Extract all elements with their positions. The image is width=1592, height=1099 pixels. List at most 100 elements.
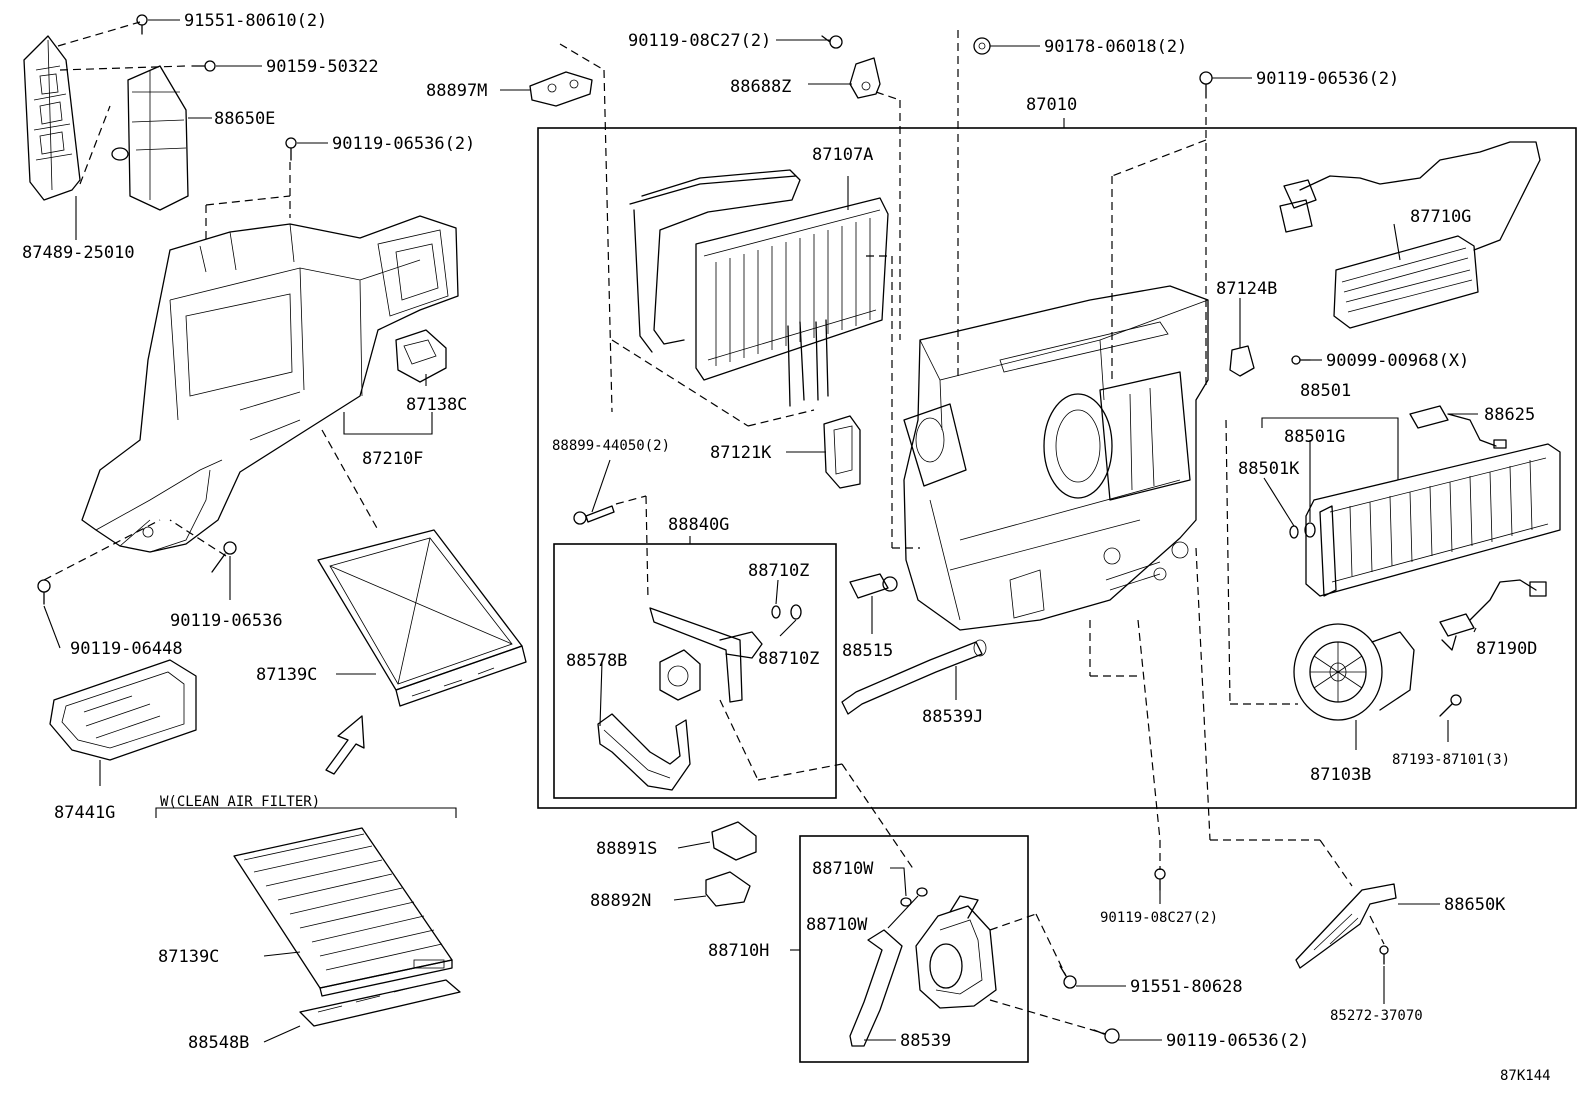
o-ring-88710w-a-drawing xyxy=(900,897,912,907)
sensor-88625-drawing xyxy=(1409,405,1507,449)
sensor-88515-drawing xyxy=(849,573,898,599)
label-87489-25010: 87489-25010 xyxy=(22,243,135,263)
bracket-87121k-drawing xyxy=(823,415,861,489)
screw-85272-37070-drawing xyxy=(1379,945,1389,965)
label-88650e: 88650E xyxy=(214,109,275,129)
airflow-arrow-icon xyxy=(325,715,365,775)
label-88899-44050: 88899-44050(2) xyxy=(552,438,670,454)
label-88688z: 88688Z xyxy=(730,77,791,97)
filter-case-88548b-drawing xyxy=(299,979,461,1027)
label-88548b: 88548B xyxy=(188,1033,249,1053)
bracket-87489-drawing xyxy=(23,35,81,201)
label-87190d: 87190D xyxy=(1476,639,1537,659)
screw-90119-08c27-top-drawing xyxy=(821,35,843,49)
label-87441g: 87441G xyxy=(54,803,115,823)
label-87010: 87010 xyxy=(1026,95,1077,115)
label-90119-08c27-bottom: 90119-08C27(2) xyxy=(1100,910,1218,926)
label-90119-06448: 90119-06448 xyxy=(70,639,183,659)
screw-91551-80628-drawing xyxy=(1059,965,1077,989)
label-88650k: 88650K xyxy=(1444,895,1506,915)
label-90178-06018: 90178-06018(2) xyxy=(1044,37,1187,57)
label-90119-08c27-top: 90119-08C27(2) xyxy=(628,31,771,51)
screw-90119-06536-top-right-drawing xyxy=(1199,71,1213,99)
label-88710w-a: 88710W xyxy=(812,859,874,879)
label-88539: 88539 xyxy=(900,1031,951,1051)
harness-87190d-drawing xyxy=(1439,579,1547,651)
screw-91551-80610-drawing xyxy=(136,14,148,35)
label-88578b: 88578B xyxy=(566,651,627,671)
o-ring-88501g-drawing xyxy=(1304,522,1316,538)
label-88840g: 88840G xyxy=(668,515,729,535)
leader-lines xyxy=(43,19,1478,1043)
label-88710h: 88710H xyxy=(708,941,769,961)
o-ring-88710w-b-drawing xyxy=(916,887,928,897)
group-88840g-box xyxy=(553,543,837,799)
label-87124b: 87124B xyxy=(1216,279,1277,299)
label-88710z-b: 88710Z xyxy=(758,649,819,669)
screw-90119-06448-drawing xyxy=(37,579,51,605)
label-88897m: 88897M xyxy=(426,81,487,101)
label-90119-06536-top-right: 90119-06536(2) xyxy=(1256,69,1399,89)
hose-88539-drawing xyxy=(849,929,903,1047)
label-90099-00968: 90099-00968(X) xyxy=(1326,351,1469,371)
label-91551-80628: 91551-80628 xyxy=(1130,977,1243,997)
blower-87103b-drawing xyxy=(1293,623,1415,721)
label-90159-50322: 90159-50322 xyxy=(266,57,379,77)
heater-87710g-drawing xyxy=(1279,141,1541,329)
bolt-88899-44050-drawing xyxy=(573,505,615,525)
leader-88501k xyxy=(1263,477,1295,527)
duct-87441g-drawing xyxy=(49,659,197,761)
label-90119-06536-left: 90119-06536(2) xyxy=(332,134,475,154)
label-88501k: 88501K xyxy=(1238,459,1300,479)
label-90119-06536-bottom: 90119-06536(2) xyxy=(1166,1031,1309,1051)
label-87139c-upper: 87139C xyxy=(256,665,317,685)
water-valve-88710h-drawing xyxy=(915,895,997,1009)
assembly-87010-box xyxy=(537,127,1577,809)
clean-air-filter-bracket xyxy=(155,807,457,818)
label-87193-87101: 87193-87101(3) xyxy=(1392,752,1510,768)
label-88891s: 88891S xyxy=(596,839,657,859)
label-88539j: 88539J xyxy=(922,707,983,727)
grommet-88897m-drawing xyxy=(529,71,593,107)
screw-90119-06536-bottom-drawing xyxy=(1093,1028,1120,1044)
screw-90119-06536-mid-drawing xyxy=(211,541,237,573)
label-88710z-a: 88710Z xyxy=(748,561,809,581)
screw-90159-50322-drawing xyxy=(191,60,216,72)
nut-90178-06018-drawing xyxy=(973,37,991,55)
label-87710g: 87710G xyxy=(1410,207,1471,227)
label-88892n: 88892N xyxy=(590,891,651,911)
label-88515: 88515 xyxy=(842,641,893,661)
screw-90099-00968-drawing xyxy=(1291,355,1311,365)
clip-88688z-drawing xyxy=(849,57,881,99)
evaporator-87107a-drawing xyxy=(629,169,889,407)
label-87139c-lower: 87139C xyxy=(158,947,219,967)
label-87103b: 87103B xyxy=(1310,765,1371,785)
label-87210f: 87210F xyxy=(362,449,423,469)
label-87138c: 87138C xyxy=(406,395,467,415)
label-90119-06536-mid: 90119-06536 xyxy=(170,611,283,631)
screw-90119-08c27-bottom-drawing xyxy=(1154,868,1166,891)
label-91551-80610: 91551-80610(2) xyxy=(184,11,327,31)
servo-87138c-drawing xyxy=(395,329,447,383)
label-87121k: 87121K xyxy=(710,443,772,463)
main-case-87010-drawing xyxy=(903,285,1209,631)
drain-hose-88539j-drawing xyxy=(841,639,987,715)
amplifier-88650e-drawing xyxy=(111,65,189,211)
o-ring-88501k-drawing xyxy=(1289,525,1299,539)
label-88501g: 88501G xyxy=(1284,427,1345,447)
clip-88891s-drawing xyxy=(711,821,757,861)
clip-88892n-drawing xyxy=(705,871,751,907)
heater-case-87210f-drawing xyxy=(81,215,459,553)
hose-88578b-drawing xyxy=(597,713,691,791)
screw-90119-06536-left-drawing xyxy=(285,137,297,161)
screw-87193-87101-drawing xyxy=(1439,694,1462,717)
expansion-valve-88840g-drawing xyxy=(649,607,763,703)
clip-87124b-drawing xyxy=(1229,345,1255,377)
o-ring-88710z-b-drawing xyxy=(790,604,802,620)
label-88625: 88625 xyxy=(1484,405,1535,425)
label-clean-air-filter-note: W(CLEAN AIR FILTER) xyxy=(160,794,320,810)
clean-air-filter-87139c-drawing xyxy=(233,827,453,997)
label-88710w-b: 88710W xyxy=(806,915,868,935)
